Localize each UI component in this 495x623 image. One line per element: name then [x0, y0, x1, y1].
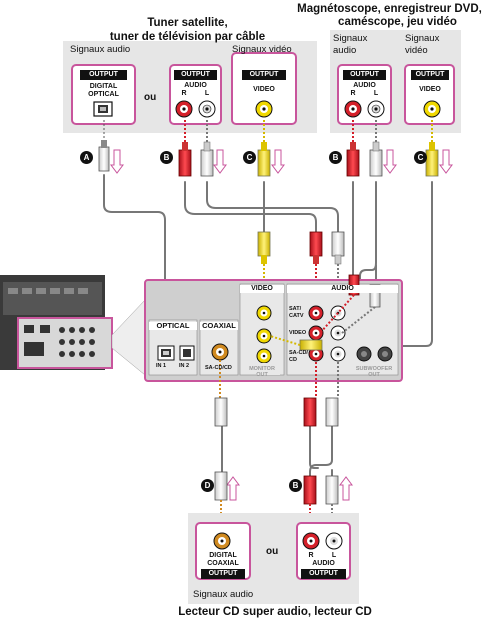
receiver-optical-label: OPTICAL	[149, 322, 197, 330]
receiver-coaxial-label: COAXIAL	[200, 322, 238, 330]
receiver-in-tv-label: IN 2	[179, 363, 190, 369]
receiver-monitor-out-line1: MONITOR	[249, 366, 275, 372]
receiver-in-sacd-label: SA-CD/CD	[205, 365, 232, 371]
vcr-audio-l: L	[373, 90, 379, 97]
cable-a-badge: A	[80, 151, 93, 164]
vcr-video-signals-line2: vidéo	[405, 45, 428, 56]
vcr-video-output-tag: OUTPUT	[411, 70, 449, 80]
cable-c-vcr-video	[322, 181, 433, 347]
cable-c-badge-sat: C	[243, 151, 256, 164]
vcr-video-signals-line1: Signaux	[405, 33, 440, 44]
vcr-video-label: VIDEO	[419, 86, 441, 93]
cable-d-badge: D	[201, 479, 214, 492]
signal-flow-arrows	[110, 149, 453, 501]
optical-label-line2: OPTICAL	[88, 91, 119, 98]
satellite-title-line2: tuner de télévision par câble	[109, 31, 266, 43]
cd-coaxial-output-tag: OUTPUT	[201, 569, 245, 579]
sat-audio-label: AUDIO	[184, 82, 207, 89]
vcr-audio-output-tag: OUTPUT	[343, 70, 386, 80]
cable-b-cd-white	[309, 424, 333, 479]
sat-audio-output-tag: OUTPUT	[174, 70, 217, 80]
cd-source-panel	[188, 513, 359, 604]
receiver-in-sat-label: IN 1	[156, 363, 167, 369]
receiver-sacd-line1: SA-CD/	[289, 350, 308, 356]
vcr-audio-signals-line2: audio	[333, 45, 357, 56]
sat-audio-r: R	[181, 90, 187, 97]
vcr-source-panel	[330, 30, 461, 133]
vcr-audio-label: AUDIO	[353, 82, 376, 89]
vcr-title-line2: caméscope, jeu vidéo	[338, 16, 457, 28]
vcr-audio-signals-line1: Signaux	[333, 33, 368, 44]
satellite-audio-signals-label: Signaux audio	[70, 44, 131, 55]
receiver-sat-catv-line2: CATV	[289, 313, 304, 319]
receiver-sat-catv-line1: SAT/	[289, 306, 302, 312]
receiver-monitor-out-line2: OUT	[256, 372, 268, 378]
cables	[103, 174, 433, 479]
cable-b-sat-red	[184, 181, 317, 233]
cd-audio-l: L	[331, 552, 337, 559]
plugs-top	[98, 120, 439, 177]
cable-b-badge-sat: B	[160, 151, 173, 164]
cable-c-badge-vcr: C	[414, 151, 427, 164]
sat-video-output-tag: OUTPUT	[242, 70, 286, 80]
cd-coaxial-line1: DIGITAL	[209, 552, 237, 559]
cd-coaxial-line2: COAXIAL	[207, 560, 239, 567]
cable-b-cd-red	[309, 424, 319, 469]
satellite-title-line1: Tuner satellite,	[147, 17, 228, 29]
sat-audio-l: L	[204, 90, 210, 97]
cable-b-sat-white	[206, 181, 339, 233]
cd-audio-r: R	[308, 552, 314, 559]
optical-output-tag: OUTPUT	[80, 70, 127, 80]
satellite-or-label: ou	[144, 92, 157, 103]
cd-title: Lecteur CD super audio, lecteur CD	[178, 606, 372, 618]
satellite-video-signals-label: Signaux vidéo	[232, 44, 292, 55]
cd-audio-label: AUDIO	[312, 560, 335, 567]
receiver-video-row: VIDEO	[289, 330, 307, 336]
cable-a-optical	[103, 174, 166, 293]
cable-b-badge-vcr: B	[329, 151, 342, 164]
receiver-audio-label: AUDIO	[287, 285, 398, 293]
cd-audio-output-tag: OUTPUT	[301, 569, 346, 579]
receiver-subwoofer-out-line1: SUBWOOFER	[355, 366, 393, 372]
cable-b-vcr-white	[359, 181, 377, 291]
optical-label-line1: DIGITAL	[89, 83, 118, 90]
vcr-title-line1: Magnétoscope, enregistreur DVD,	[297, 3, 482, 15]
receiver-video-label: VIDEO	[240, 285, 284, 293]
vcr-audio-r: R	[350, 90, 356, 97]
receiver-subwoofer-out-line2: OUT	[368, 372, 380, 378]
cd-audio-signals-label: Signaux audio	[193, 589, 254, 600]
receiver-unit	[0, 274, 403, 382]
cable-b-badge-cd: B	[289, 479, 302, 492]
receiver-sacd-line2: CD	[289, 357, 297, 363]
cd-or-label: ou	[266, 546, 279, 557]
sat-video-label: VIDEO	[253, 86, 275, 93]
plugs-bottom	[214, 360, 339, 532]
